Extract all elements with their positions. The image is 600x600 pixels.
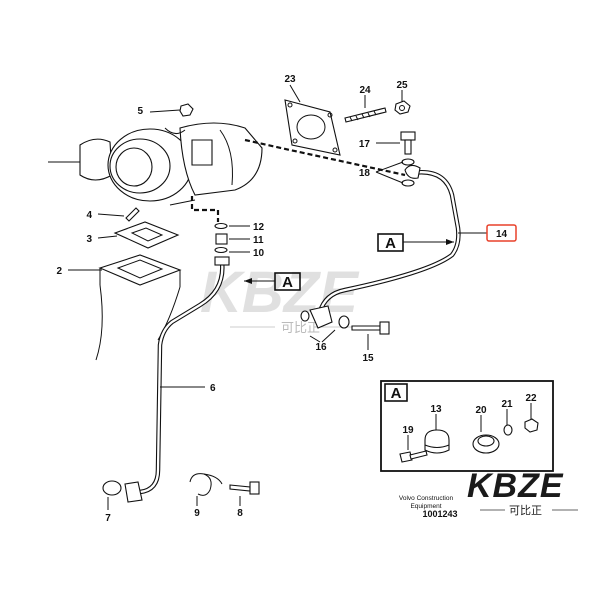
- callout-14-highlight[interactable]: 14: [458, 224, 517, 242]
- callout-8: 8: [237, 508, 243, 519]
- detail-box-title: A: [391, 385, 402, 402]
- callout-16: 16: [315, 342, 327, 353]
- oil-line-dashed-lower: [190, 196, 220, 222]
- gasket-23: [284, 84, 341, 156]
- logo-chinese: 可比正: [509, 504, 542, 517]
- detail-box-a: A 13 20 21 22 19: [380, 380, 554, 472]
- oil-line-dashed-upper: [244, 138, 406, 177]
- callout-18: 18: [359, 168, 371, 179]
- callout-24: 24: [359, 85, 371, 96]
- footer: Volvo Construction Equipment 1001243: [399, 495, 458, 519]
- gasket-3: [97, 221, 180, 249]
- callout-23: 23: [284, 74, 296, 85]
- nut-5: [149, 103, 194, 117]
- clip-9: [189, 473, 223, 506]
- section-marker-center: A: [244, 272, 301, 291]
- watermark-logo: KBZE 可比正: [467, 467, 578, 517]
- fittings-12-11-10: [214, 222, 250, 254]
- washers-18: [375, 158, 415, 187]
- nut-25: [394, 90, 411, 115]
- callout-17: 17: [359, 139, 371, 150]
- flange-2: [68, 254, 182, 361]
- callout-25: 25: [396, 80, 408, 91]
- bolt-8: [229, 481, 260, 506]
- watermark-chinese: 可比正: [281, 320, 320, 335]
- publisher-line2: Equipment: [410, 503, 441, 510]
- bolt-4: [97, 207, 140, 222]
- fasteners-16-15: [300, 310, 390, 350]
- section-marker-label: A: [385, 235, 396, 252]
- callout-21: 21: [501, 399, 513, 410]
- callout-labels: 5 4 3 2 23 24 25 17 18 12 11 10 6 16 15 …: [56, 74, 408, 524]
- logo-brand: KBZE: [467, 467, 564, 505]
- callout-12: 12: [253, 222, 265, 233]
- callout-19: 19: [402, 425, 414, 436]
- callout-9: 9: [194, 508, 200, 519]
- stud-24: [344, 95, 387, 123]
- drawing-number: 1001243: [422, 509, 457, 519]
- callout-14-label: 14: [496, 229, 508, 240]
- callout-6: 6: [210, 383, 216, 394]
- callout-13: 13: [430, 404, 442, 415]
- callout-10: 10: [253, 248, 265, 259]
- pipe-14: [309, 164, 461, 329]
- pipe-6: [124, 256, 230, 503]
- callout-11: 11: [253, 235, 264, 246]
- o-ring-7: [102, 480, 122, 510]
- callout-7: 7: [105, 513, 111, 524]
- bolt-17: [376, 131, 416, 155]
- callout-20: 20: [475, 405, 487, 416]
- callout-2: 2: [56, 266, 62, 277]
- publisher-line1: Volvo Construction: [399, 495, 454, 502]
- section-marker-right: A: [377, 233, 454, 252]
- turbocharger: [48, 122, 263, 206]
- callout-5: 5: [137, 106, 143, 117]
- callout-15: 15: [362, 353, 374, 364]
- callout-4: 4: [86, 210, 92, 221]
- callout-22: 22: [525, 393, 537, 404]
- callout-3: 3: [86, 234, 92, 245]
- section-marker-label: A: [282, 274, 293, 291]
